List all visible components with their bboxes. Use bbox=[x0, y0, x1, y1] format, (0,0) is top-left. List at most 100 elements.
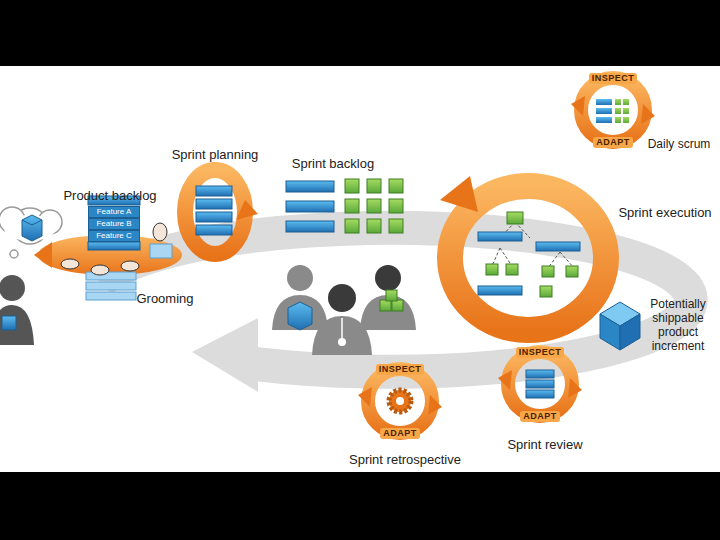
stage-label: Sprint retrospective bbox=[349, 452, 461, 467]
execution-ring-part bbox=[486, 264, 498, 275]
daily-scrum-ring-part bbox=[571, 96, 585, 116]
stage-label: Daily scrum bbox=[648, 137, 711, 151]
backlog-disc-part bbox=[86, 292, 136, 300]
review-ring-part bbox=[508, 352, 572, 416]
backlog-disc bbox=[34, 196, 182, 300]
daily-scrum-ring bbox=[571, 78, 655, 142]
team-figures-part bbox=[392, 300, 403, 311]
sprint-backlog-grid-part bbox=[367, 199, 381, 213]
stage-label: Sprint backlog bbox=[292, 156, 374, 171]
sprint-backlog-grid-part bbox=[286, 201, 334, 212]
daily-scrum-ring-part bbox=[615, 99, 621, 105]
sprint-backlog-grid-part bbox=[286, 221, 334, 232]
backlog-disc-part bbox=[150, 244, 172, 258]
daily-scrum-ring-part bbox=[596, 117, 612, 123]
execution-ring-part bbox=[478, 286, 522, 295]
team-figures-part bbox=[386, 290, 397, 301]
phase-tag: INSPECT bbox=[376, 364, 425, 375]
feature-bar: Feature C bbox=[88, 230, 140, 242]
backlog-disc-part bbox=[88, 242, 140, 250]
customer-figure bbox=[0, 207, 62, 345]
feature-label: Feature A bbox=[97, 207, 132, 217]
retrospective-ring-part bbox=[368, 369, 432, 433]
planning-icon-part bbox=[196, 225, 232, 235]
backlog-disc-part bbox=[91, 265, 109, 275]
daily-scrum-ring-part bbox=[641, 104, 655, 124]
review-ring-part bbox=[526, 370, 554, 378]
feature-bar: Feature A bbox=[88, 206, 140, 218]
feature-label: Feature C bbox=[96, 231, 132, 241]
stage-node: INSPECT ADAPT Sprint retrospective bbox=[340, 355, 480, 473]
team-figures-part bbox=[287, 265, 313, 291]
phase-tag: ADAPT bbox=[380, 428, 420, 439]
stage-label: Sprint execution bbox=[618, 205, 711, 220]
customer-figure-part bbox=[22, 220, 42, 225]
customer-figure-part bbox=[0, 275, 25, 301]
planning-icon-part bbox=[185, 170, 245, 254]
retrospective-ring-part bbox=[396, 397, 404, 405]
phase-tag: ADAPT bbox=[520, 411, 560, 422]
stage-label: Sprint review bbox=[507, 437, 582, 452]
sprint-backlog-grid-part bbox=[389, 219, 403, 233]
planning-icon-part bbox=[236, 200, 258, 220]
sprint-backlog-grid-part bbox=[367, 219, 381, 233]
team-figures-part bbox=[375, 265, 401, 291]
sprint-backlog-grid-part bbox=[345, 219, 359, 233]
backlog-disc-part bbox=[153, 223, 167, 241]
team-figures-part bbox=[288, 302, 312, 330]
increment-cube-part bbox=[620, 314, 640, 350]
backlog-disc-part bbox=[34, 242, 52, 268]
daily-scrum-ring-part bbox=[623, 99, 629, 105]
phase-tag: INSPECT bbox=[516, 347, 565, 358]
planning-icon-part bbox=[196, 199, 232, 209]
sprint-backlog-grid-part bbox=[389, 199, 403, 213]
review-ring bbox=[498, 352, 582, 416]
team-figures bbox=[272, 265, 416, 355]
customer-figure-part bbox=[2, 316, 16, 330]
planning-icon bbox=[185, 170, 258, 254]
review-ring-part bbox=[568, 378, 582, 398]
daily-scrum-ring-part bbox=[581, 78, 645, 142]
execution-ring-part bbox=[566, 266, 578, 277]
stage-label: Potentially shippable product increment bbox=[642, 297, 714, 353]
daily-scrum-ring-part bbox=[615, 108, 621, 114]
team-figures-part bbox=[338, 338, 346, 346]
frame-bars-part bbox=[0, 472, 720, 540]
customer-figure-part bbox=[0, 305, 34, 345]
customer-figure-part bbox=[22, 215, 42, 241]
planning-icon-part bbox=[196, 212, 232, 222]
stage-node: Sprint execution bbox=[440, 170, 720, 290]
backlog-disc-part bbox=[121, 261, 139, 271]
sprint-backlog-grid-part bbox=[345, 199, 359, 213]
sprint-backlog-grid-part bbox=[367, 179, 381, 193]
team-figures-part bbox=[312, 316, 372, 355]
review-ring-part bbox=[526, 390, 554, 398]
stage-node: Potentially shippable product increment bbox=[590, 292, 718, 362]
stage-node: Product backlogFeature A Feature B Feature… bbox=[40, 186, 190, 266]
daily-scrum-ring-part bbox=[615, 117, 621, 123]
phase-tag: INSPECT bbox=[589, 73, 638, 84]
execution-ring-part bbox=[542, 266, 554, 277]
feature-bar: Feature B bbox=[88, 218, 140, 230]
stage-label: Product backlog bbox=[63, 188, 156, 203]
increment-cube bbox=[600, 302, 640, 350]
retrospective-ring-part bbox=[358, 387, 372, 407]
team-figures-part bbox=[380, 300, 391, 311]
sprint-backlog-grid-part bbox=[389, 179, 403, 193]
stage-node: INSPECTADAPTDaily scrum bbox=[566, 66, 720, 158]
execution-ring-part bbox=[536, 242, 580, 251]
stage-node: INSPECT ADAPT Sprint review bbox=[490, 338, 600, 456]
step-label: Grooming bbox=[136, 291, 193, 306]
execution-ring-part bbox=[506, 264, 518, 275]
execution-ring-part bbox=[478, 232, 522, 241]
frame-bars-part bbox=[0, 0, 720, 66]
review-ring-part bbox=[498, 370, 512, 390]
feature-label: Feature B bbox=[96, 219, 131, 229]
execution-ring-part bbox=[440, 176, 478, 212]
sprint-backlog-grid-part bbox=[345, 179, 359, 193]
increment-cube-part bbox=[600, 314, 620, 350]
stage-node: Sprint backlog bbox=[278, 152, 408, 242]
stage-node: Sprint planning bbox=[168, 142, 263, 260]
